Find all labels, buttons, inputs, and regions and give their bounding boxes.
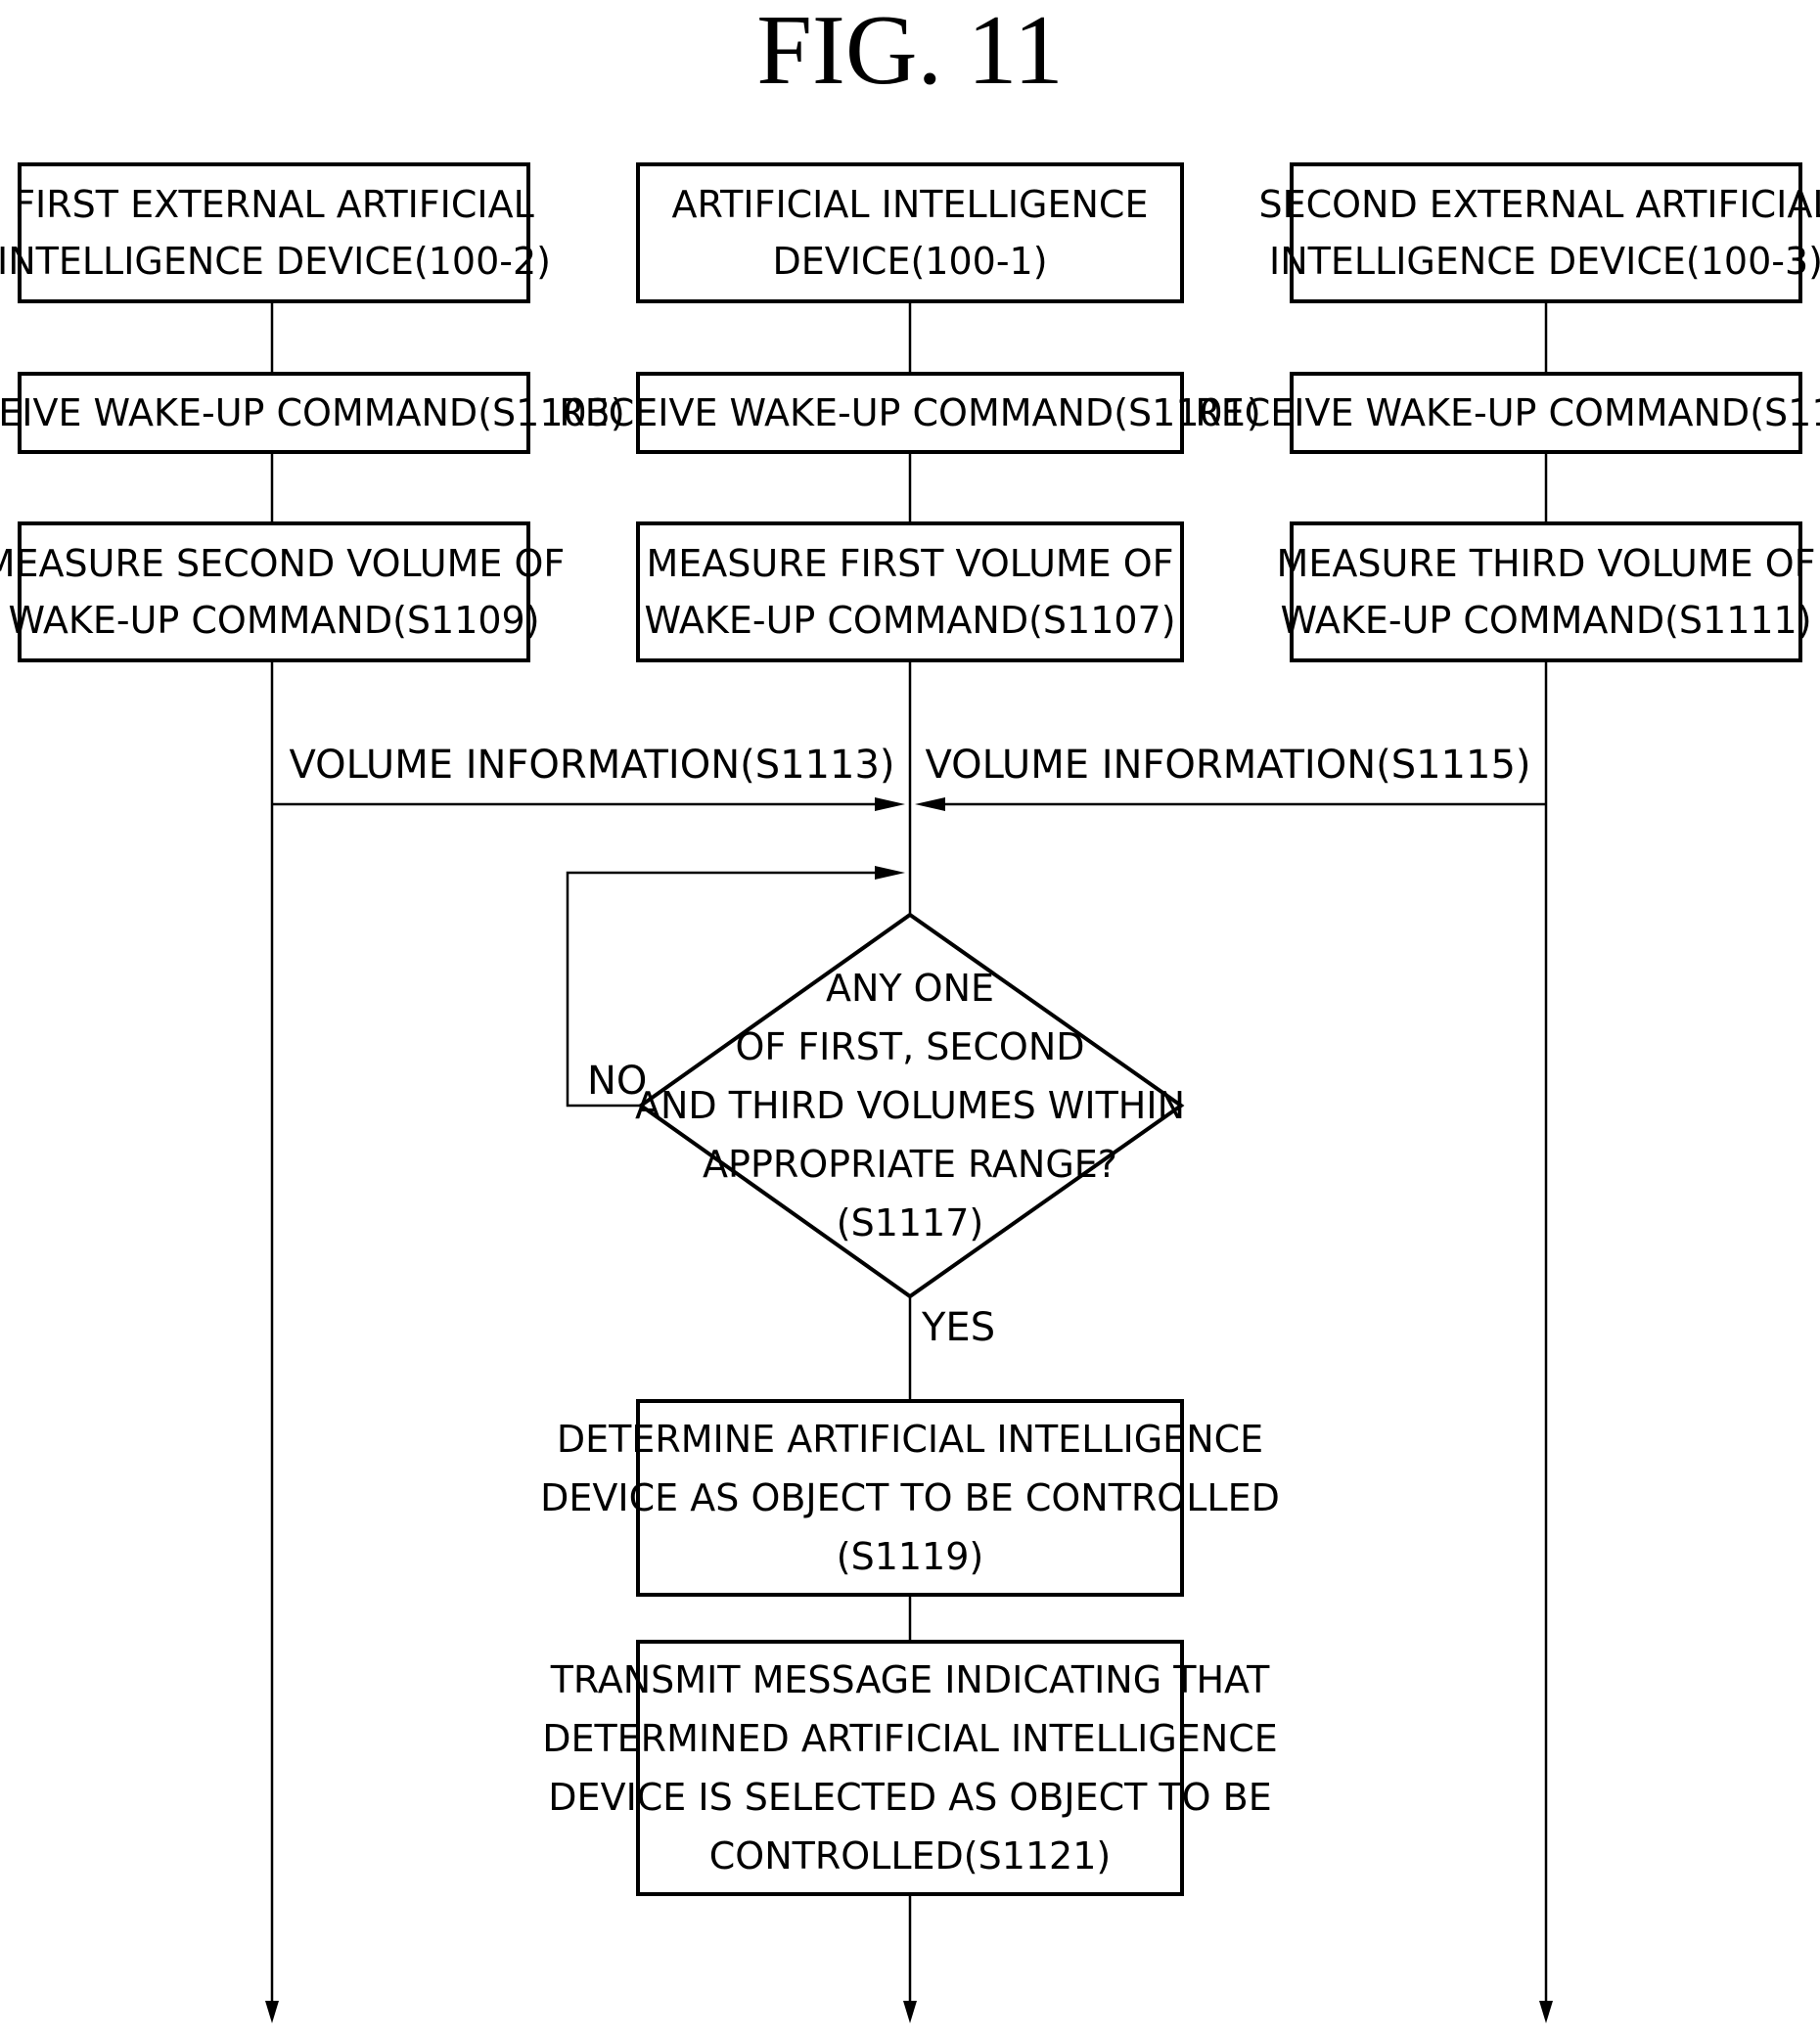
step-s1101-label: RECEIVE WAKE-UP COMMAND(S1101): [559, 391, 1260, 434]
message-s1115-label: VOLUME INFORMATION(S1115): [925, 743, 1530, 788]
message-s1113-label: VOLUME INFORMATION(S1113): [289, 743, 894, 788]
step-s1109: MEASURE SECOND VOLUME OFWAKE-UP COMMAND(…: [0, 523, 565, 660]
lane-header-main-device: ARTIFICIAL INTELLIGENCEDEVICE(100-1): [638, 164, 1182, 301]
step-s1105: RECEIVE WAKE-UP COMMAND(S1105): [1195, 374, 1820, 452]
step-s1101: RECEIVE WAKE-UP COMMAND(S1101): [559, 374, 1260, 452]
figure-title: FIG. 11: [756, 0, 1064, 106]
step-s1103-label: RECEIVE WAKE-UP COMMAND(S1103): [0, 391, 625, 434]
step-s1103: RECEIVE WAKE-UP COMMAND(S1103): [0, 374, 625, 452]
yes-label: YES: [921, 1305, 995, 1350]
arrowhead-s1115: [915, 797, 945, 811]
decision-s1117-label: ANY ONEOF FIRST, SECONDAND THIRD VOLUMES…: [635, 967, 1185, 1244]
message-s1115: VOLUME INFORMATION(S1115): [915, 743, 1546, 811]
step-s1107: MEASURE FIRST VOLUME OFWAKE-UP COMMAND(S…: [638, 523, 1182, 660]
arrowhead-first-bottom: [265, 2001, 279, 2023]
arrowhead-s1113: [875, 797, 905, 811]
step-s1119: DETERMINE ARTIFICIAL INTELLIGENCEDEVICE …: [540, 1401, 1280, 1595]
lane-header-second-external: SECOND EXTERNAL ARTIFICIALINTELLIGENCE D…: [1258, 164, 1820, 301]
step-s1111: MEASURE THIRD VOLUME OFWAKE-UP COMMAND(S…: [1277, 523, 1816, 660]
lane-header-first-external: FIRST EXTERNAL ARTIFICIALINTELLIGENCE DE…: [0, 164, 551, 301]
arrowhead-main-bottom: [903, 2001, 917, 2023]
arrowhead-second-bottom: [1539, 2001, 1553, 2023]
arrowhead-no-loop: [875, 866, 905, 880]
decision-s1117: ANY ONEOF FIRST, SECONDAND THIRD VOLUMES…: [635, 915, 1185, 1296]
message-s1113: VOLUME INFORMATION(S1113): [272, 743, 905, 811]
step-s1121: TRANSMIT MESSAGE INDICATING THATDETERMIN…: [542, 1642, 1278, 1894]
step-s1105-label: RECEIVE WAKE-UP COMMAND(S1105): [1195, 391, 1820, 434]
